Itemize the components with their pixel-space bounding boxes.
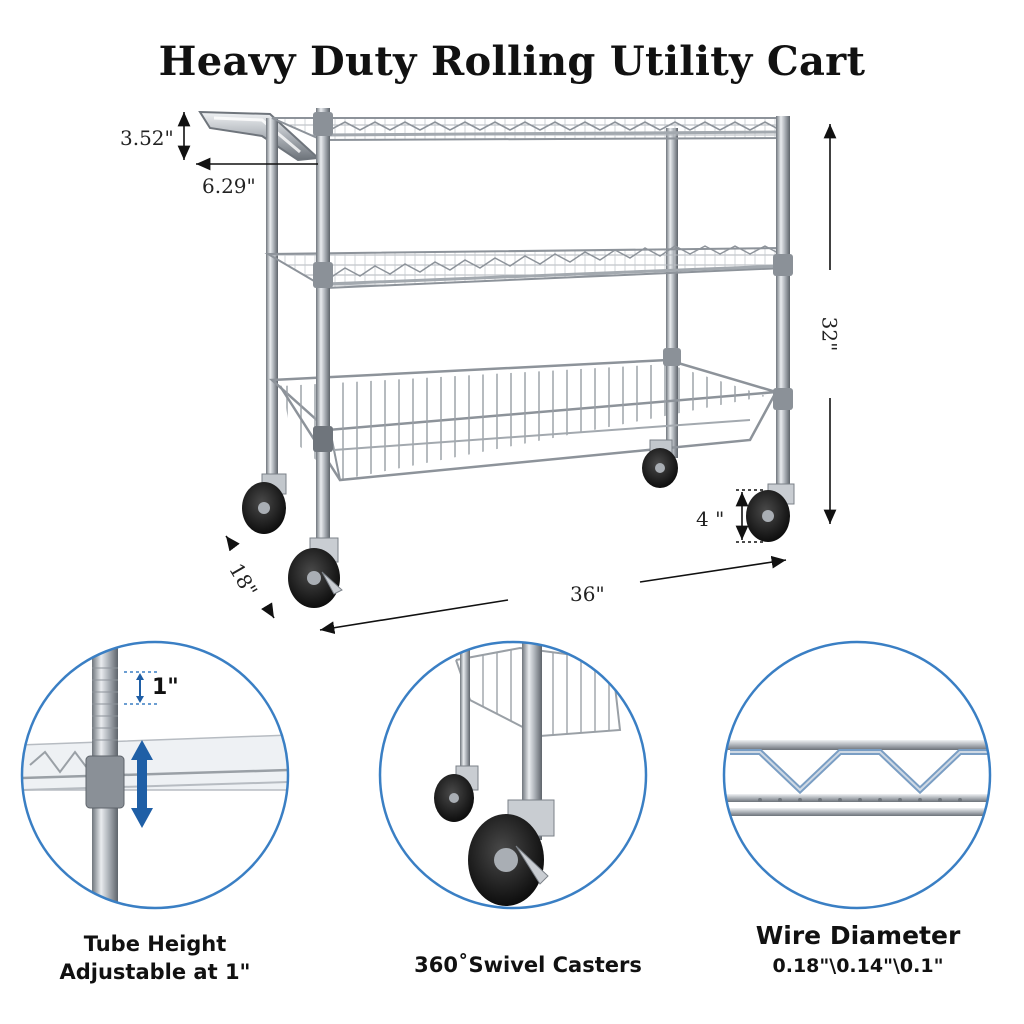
caster-front-right (746, 483, 795, 542)
caster-front-left (288, 537, 343, 608)
back-left-post (266, 118, 278, 478)
caption-swivel-casters: 360˚Swivel Casters (414, 953, 642, 977)
caption-wire-diameter: Wire Diameter 0.18"\0.14"\0.1" (720, 920, 996, 980)
caption-tube-height-line1: Tube Height (83, 932, 227, 956)
top-shelf (271, 117, 790, 142)
caption-wire-diameter-line2: 0.18"\0.14"\0.1" (772, 955, 944, 977)
page-title: Heavy Duty Rolling Utility Cart (158, 38, 866, 85)
handle-depth-label: 6.29" (202, 174, 256, 198)
tube-increment-label: 1" (152, 675, 179, 700)
detail-swivel-casters (378, 640, 648, 910)
caption-tube-height: Tube Height Adjustable at 1" (20, 930, 290, 986)
front-right-post (776, 116, 790, 492)
caption-tube-height-line2: Adjustable at 1" (59, 960, 251, 984)
caption-wire-diameter-line1: Wire Diameter (755, 921, 961, 950)
caster-back-right (642, 439, 678, 488)
middle-shelf (264, 245, 786, 290)
detail-wire-diameter (722, 640, 992, 910)
dimension-lines (177, 112, 837, 635)
front-left-post (316, 108, 330, 540)
bottom-basket (268, 358, 778, 482)
detail-tube-height (20, 640, 290, 910)
cart-handle (198, 110, 321, 162)
total-height-label: 32" (817, 316, 842, 352)
utility-cart-illustration (198, 108, 795, 608)
detail-circle-border (20, 640, 290, 910)
caster-back-left (242, 473, 287, 534)
width-label: 36" (570, 582, 605, 606)
caster-height-label: 4 " (696, 507, 725, 531)
handle-height-label: 3.52" (120, 126, 174, 150)
